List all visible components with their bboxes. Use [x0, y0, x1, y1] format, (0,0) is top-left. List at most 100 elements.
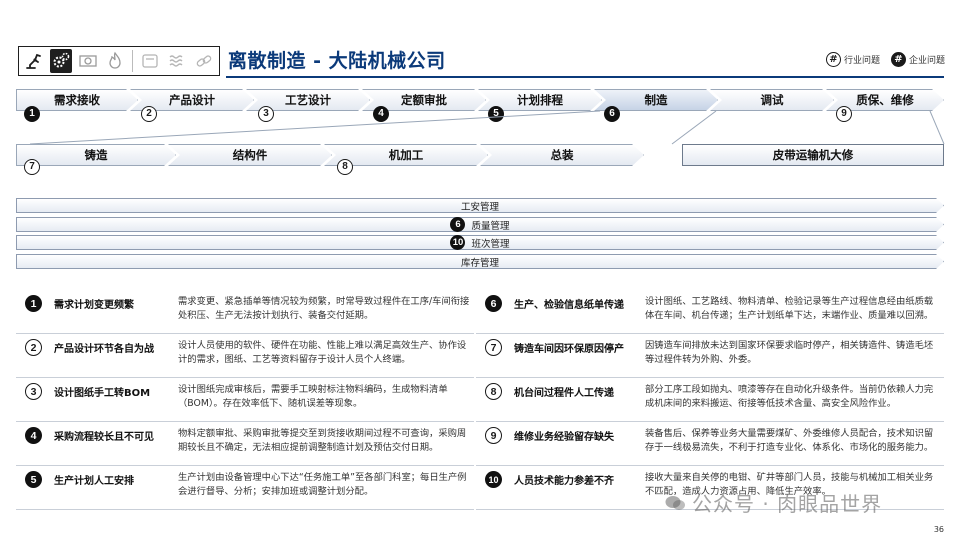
issue-badge: 9 — [485, 427, 502, 444]
mgmt-label: 班次管理 — [471, 238, 510, 250]
process-badge-4: 4 — [373, 106, 389, 122]
issue-title: 生产计划人工安排 — [54, 476, 134, 487]
page-title: 离散制造 - 大陆机械公司 — [228, 50, 446, 72]
mgmt-label: 工安管理 — [460, 201, 499, 213]
machine-icon — [76, 49, 99, 73]
mgmt-bar-shift: 10 班次管理 — [16, 235, 944, 250]
issue-desc: 设计人员使用的软件、硬件在功能、性能上难以满足高效生产、协作设计的需求，图纸、工… — [178, 340, 467, 365]
process-badge-2: 2 — [141, 106, 157, 122]
process-badge-5: 5 — [488, 106, 504, 122]
mgmt-bar-safety: 工安管理 — [16, 198, 944, 213]
industry-hash-icon: # — [826, 52, 841, 67]
issue-badge: 8 — [485, 383, 502, 400]
issue-item-6: 6 生产、检验信息纸单传递 设计图纸、工艺路线、物料清单、检验记录等生产过程信息… — [476, 292, 944, 334]
process-step-label: 定额审批 — [401, 93, 447, 107]
process-badge-9: 9 — [836, 106, 852, 122]
issue-desc: 设计图纸完成审核后，需要手工映射标注物料编码，生成物料清单（BOM）。存在效率低… — [178, 384, 448, 409]
process-step-8: 质保、维修 — [826, 89, 944, 111]
process-step-label: 产品设计 — [169, 93, 215, 107]
issue-desc: 需求变更、紧急插单等情况较为频繁，时常导致过程件在工序/车间衔接处积压、生产无法… — [178, 296, 470, 321]
issue-desc: 设计图纸、工艺路线、物料清单、检验记录等生产过程信息经由纸质载体在车间、机台传递… — [645, 296, 934, 321]
process-step-5: 计划排程 — [478, 89, 602, 111]
subprocess-step-1: 铸造 — [16, 144, 176, 166]
page-number: 36 — [933, 525, 944, 534]
issue-badge: 3 — [25, 383, 42, 400]
chain-icon — [192, 49, 215, 73]
mgmt-badge-6: 6 — [450, 217, 465, 232]
process-step-1: 需求接收 — [16, 89, 138, 111]
issue-desc: 生产计划由设备管理中心下达“任务施工单”至各部门科室；每日生产例会进行督导、分析… — [178, 472, 467, 497]
repair-label: 皮带运输机大修 — [772, 148, 854, 162]
mgmt-label: 质量管理 — [471, 220, 510, 232]
issue-desc: 因铸造车间排放未达到国家环保要求临时停产，相关铸造件、铸造毛坯等过程件转为外购、… — [645, 340, 934, 365]
issue-title: 设计图纸手工转BOM — [54, 388, 151, 399]
watermark-text: 公众号 · 肉眼品世界 — [692, 492, 883, 516]
process-step-7: 调试 — [710, 89, 834, 111]
industry-icon-strip — [18, 46, 220, 76]
legend-industry: # 行业问题 — [826, 52, 880, 67]
issue-item-9: 9 维修业务经验留存缺失 装备售后、保养等业务大量需要煤矿、外委维修人员配合，技… — [476, 424, 944, 466]
process-step-2: 产品设计 — [130, 89, 254, 111]
wechat-icon — [665, 495, 685, 510]
issue-desc: 接收大量来自关停的电钳、矿井等部门人员，技能与机械加工相关业务不匹配，造成人力资… — [645, 472, 934, 497]
subprocess-step-4: 总装 — [480, 144, 644, 166]
issue-badge: 10 — [485, 471, 502, 488]
issue-title: 采购流程较长且不可见 — [54, 432, 154, 443]
mgmt-badge-10: 10 — [450, 235, 465, 250]
icon-divider — [131, 50, 133, 72]
issue-badge: 1 — [25, 295, 42, 312]
mgmt-bar-inventory: 库存管理 — [16, 254, 944, 269]
device-icon — [139, 49, 162, 73]
issue-item-2: 2 产品设计环节各自为战 设计人员使用的软件、硬件在功能、性能上难以满足高效生产… — [16, 336, 474, 378]
issue-badge: 5 — [25, 471, 42, 488]
waves-icon — [166, 49, 189, 73]
issue-title: 铸造车间因环保原因停产 — [514, 344, 624, 355]
connector-right — [671, 110, 717, 145]
issue-desc: 物料定额审批、采购审批等提交至到货接收期间过程不可查询，采购周期较长且不确定，无… — [178, 428, 467, 453]
repair-box: 皮带运输机大修 — [682, 144, 944, 166]
issue-title: 生产、检验信息纸单传递 — [514, 300, 624, 311]
subprocess-badge-8: 8 — [337, 159, 353, 175]
subprocess-badge-7: 7 — [24, 159, 40, 175]
subprocess-label: 结构件 — [232, 148, 268, 162]
connector-left — [29, 110, 601, 145]
mgmt-label: 库存管理 — [460, 257, 499, 269]
process-step-4: 定额审批 — [362, 89, 486, 111]
issue-badge: 7 — [485, 339, 502, 356]
process-step-label: 制造 — [644, 93, 668, 107]
subprocess-step-3: 机加工 — [324, 144, 488, 166]
subprocess-label: 机加工 — [388, 148, 424, 162]
legend-industry-label: 行业问题 — [844, 56, 881, 66]
legend-company-label: 企业问题 — [909, 56, 946, 66]
subprocess-label: 铸造 — [84, 148, 108, 162]
flame-icon — [103, 49, 126, 73]
issue-item-10: 10 人员技术能力参差不齐 接收大量来自关停的电钳、矿井等部门人员，技能与机械加… — [476, 468, 944, 510]
process-badge-1: 1 — [24, 106, 40, 122]
connector-repair — [929, 110, 945, 145]
robot-arm-icon — [23, 49, 46, 73]
issue-badge: 2 — [25, 339, 42, 356]
legend-company: # 企业问题 — [891, 52, 945, 67]
issue-item-8: 8 机台间过程件人工传递 部分工序工段如抛丸、喷漆等存在自动化升级条件。当前仍依… — [476, 380, 944, 422]
issue-title: 维修业务经验留存缺失 — [514, 432, 614, 443]
issue-title: 机台间过程件人工传递 — [514, 388, 614, 399]
issue-item-5: 5 生产计划人工安排 生产计划由设备管理中心下达“任务施工单”至各部门科室；每日… — [16, 468, 474, 510]
process-badge-3: 3 — [258, 106, 274, 122]
company-hash-icon: # — [891, 52, 906, 67]
process-step-label: 需求接收 — [54, 93, 100, 107]
issue-item-3: 3 设计图纸手工转BOM 设计图纸完成审核后，需要手工映射标注物料编码，生成物料… — [16, 380, 474, 422]
process-step-3: 工艺设计 — [246, 89, 370, 111]
subprocess-step-2: 结构件 — [168, 144, 332, 166]
process-step-label: 质保、维修 — [856, 93, 914, 107]
issue-item-4: 4 采购流程较长且不可见 物料定额审批、采购审批等提交至到货接收期间过程不可查询… — [16, 424, 474, 466]
process-step-label: 调试 — [760, 93, 784, 107]
mgmt-bar-quality: 6 质量管理 — [16, 217, 944, 232]
process-step-label: 工艺设计 — [285, 93, 331, 107]
gears-icon — [49, 49, 73, 73]
issue-item-1: 1 需求计划变更频繁 需求变更、紧急插单等情况较为频繁，时常导致过程件在工序/车… — [16, 292, 474, 334]
title-divider — [226, 76, 944, 78]
issue-badge: 4 — [25, 427, 42, 444]
issue-title: 产品设计环节各自为战 — [54, 344, 154, 355]
issue-title: 需求计划变更频繁 — [54, 300, 134, 311]
issue-badge: 6 — [485, 295, 502, 312]
